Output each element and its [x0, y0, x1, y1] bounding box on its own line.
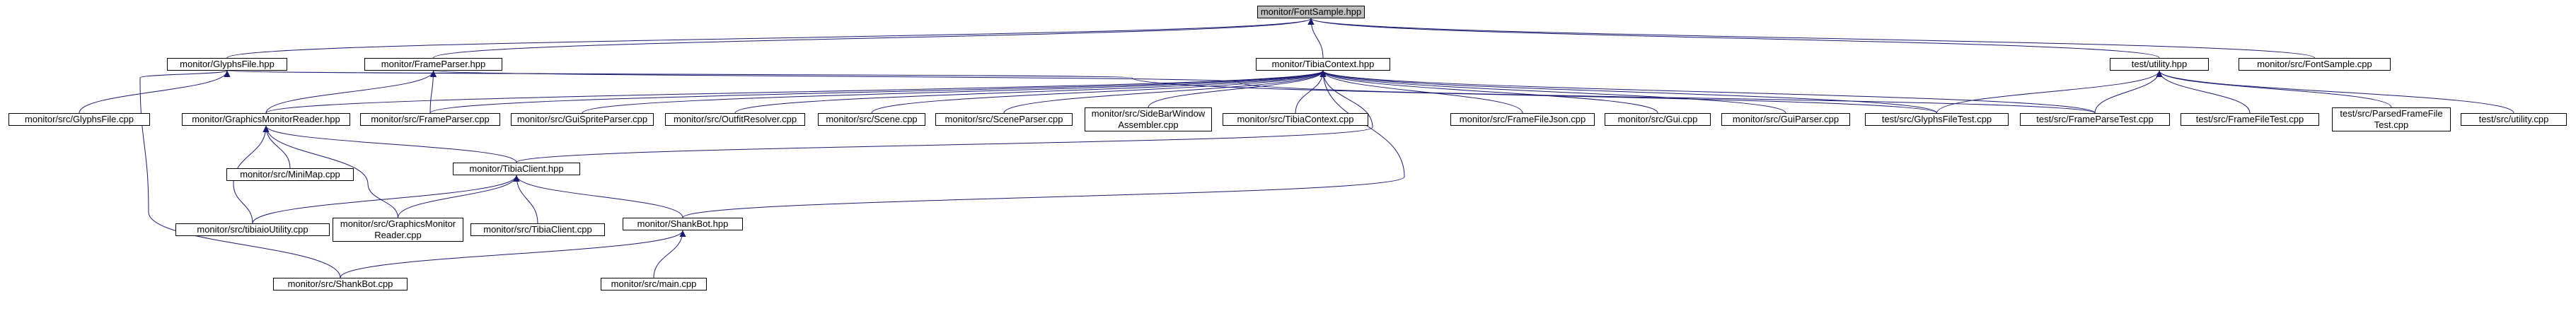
node-fontsample-cpp[interactable]: monitor/src/FontSample.cpp: [2239, 58, 2391, 71]
edge-tibiaioutility-cpp-to-tibiaclient-hpp: [252, 175, 520, 224]
node-utility-hpp[interactable]: test/utility.hpp: [2110, 58, 2209, 71]
edge-utility-hpp-to-fontsample-hpp: [1307, 18, 2160, 59]
edge-tibiaclient-cpp-to-tibiaclient-hpp: [513, 175, 538, 224]
node-glyphsfiletest-cpp[interactable]: test/src/GlyphsFileTest.cpp: [1865, 113, 2009, 126]
node-sidebarwindowassembler-cpp[interactable]: monitor/src/SideBarWindow Assembler.cpp: [1085, 107, 1212, 131]
edge-glyphsfile-hpp-to-fontsample-hpp: [226, 18, 1315, 59]
edge-frameparsetest-cpp-to-tibiacontext-hpp: [1319, 70, 2096, 114]
node-tibiacontext-cpp[interactable]: monitor/src/TibiaContext.cpp: [1223, 113, 1368, 126]
edge-framefilejson-cpp-to-tibiacontext-hpp: [1319, 70, 1523, 114]
node-gui-cpp[interactable]: monitor/src/Gui.cpp: [1605, 113, 1711, 126]
edge-glyphsfiletest-cpp-to-glyphsfile-hpp: [225, 70, 1937, 114]
edge-gui-cpp-to-tibiacontext-hpp: [1319, 70, 1658, 114]
edge-graphicsmonitorreader-cpp-to-graphicsmonitorreader-hpp: [262, 125, 398, 218]
node-tibiacontext-hpp[interactable]: monitor/TibiaContext.hpp: [1256, 58, 1390, 71]
node-fontsample-hpp: monitor/FontSample.hpp: [1257, 6, 1365, 18]
node-parsedframefiletest-cpp[interactable]: test/src/ParsedFrameFile Test.cpp: [2332, 107, 2451, 131]
edge-graphicsmonitorreader-cpp-to-tibiaclient-hpp: [398, 175, 520, 218]
edge-glyphsfile-cpp-to-glyphsfile-hpp: [79, 70, 231, 114]
edge-frameparsetest-cpp-to-utility-hpp: [2094, 70, 2163, 114]
edge-guiparser-cpp-to-tibiacontext-hpp: [1319, 70, 1786, 114]
edge-tibiacontext-cpp-to-tibiacontext-hpp: [1295, 70, 1327, 114]
edge-sceneparser-cpp-to-tibiacontext-hpp: [1003, 70, 1327, 114]
node-glyphsfile-hpp[interactable]: monitor/GlyphsFile.hpp: [167, 58, 287, 71]
edge-frameparser-cpp-to-tibiacontext-hpp: [429, 70, 1327, 114]
node-minimap-cpp[interactable]: monitor/src/MiniMap.cpp: [226, 168, 354, 181]
edge-shankbot-cpp-to-shankbot-hpp: [340, 230, 686, 278]
edge-tibiaclient-hpp-to-tibiacontext-hpp: [516, 70, 1373, 163]
node-guispriteparser-cpp[interactable]: monitor/src/GuiSpriteParser.cpp: [511, 113, 654, 126]
edge-sidebarwindowassembler-cpp-to-tibiacontext-hpp: [1148, 70, 1327, 108]
edge-framefiletest-cpp-to-utility-hpp: [2156, 70, 2251, 114]
edge-tibiaclient-hpp-to-graphicsmonitorreader-hpp: [262, 125, 517, 163]
edge-shankbot-hpp-to-tibiacontext-hpp: [682, 70, 1405, 218]
edge-frameparsetest-cpp-to-frameparser-hpp: [431, 70, 2096, 114]
node-utility-cpp[interactable]: test/src/utility.cpp: [2461, 113, 2567, 126]
node-framefiletest-cpp[interactable]: test/src/FrameFileTest.cpp: [2181, 113, 2319, 126]
edge-outfitresolver-cpp-to-tibiacontext-hpp: [734, 70, 1327, 114]
edge-graphicsmonitorreader-hpp-to-frameparser-hpp: [265, 70, 437, 114]
edge-utility-cpp-to-utility-hpp: [2156, 70, 2514, 114]
edge-guispriteparser-cpp-to-tibiacontext-hpp: [582, 70, 1327, 114]
node-frameparser-hpp[interactable]: monitor/FrameParser.hpp: [364, 58, 502, 71]
node-graphicsmonitorreader-hpp[interactable]: monitor/GraphicsMonitorReader.hpp: [182, 113, 350, 126]
edge-frameparser-cpp-to-frameparser-hpp: [429, 70, 437, 114]
node-frameparser-cpp[interactable]: monitor/src/FrameParser.cpp: [360, 113, 500, 126]
edge-shankbot-cpp-to-glyphsfile-hpp: [139, 70, 341, 278]
node-framefilejson-cpp[interactable]: monitor/src/FrameFileJson.cpp: [1450, 113, 1595, 126]
edge-scene-cpp-to-tibiacontext-hpp: [871, 70, 1327, 114]
edge-shankbot-hpp-to-tibiaclient-hpp: [513, 175, 683, 218]
node-sceneparser-cpp[interactable]: monitor/src/SceneParser.cpp: [935, 113, 1073, 126]
edge-graphicsmonitorreader-hpp-to-tibiacontext-hpp: [265, 70, 1327, 114]
edge-main-cpp-to-shankbot-hpp: [653, 230, 686, 278]
node-outfitresolver-cpp[interactable]: monitor/src/OutfitResolver.cpp: [665, 113, 805, 126]
node-main-cpp[interactable]: monitor/src/main.cpp: [601, 278, 707, 291]
node-frameparsetest-cpp[interactable]: test/src/FrameParseTest.cpp: [2020, 113, 2170, 126]
node-scene-cpp[interactable]: monitor/src/Scene.cpp: [818, 113, 925, 126]
node-tibiaclient-hpp[interactable]: monitor/TibiaClient.hpp: [453, 163, 580, 175]
edge-tibiacontext-hpp-to-fontsample-hpp: [1307, 18, 1324, 59]
node-guiparser-cpp[interactable]: monitor/src/GuiParser.cpp: [1721, 113, 1850, 126]
node-tibiaclient-cpp[interactable]: monitor/src/TibiaClient.cpp: [470, 223, 605, 236]
edge-tibiaioutility-cpp-to-graphicsmonitorreader-hpp: [233, 125, 270, 224]
node-shankbot-hpp[interactable]: monitor/ShankBot.hpp: [623, 218, 743, 230]
edge-fontsample-cpp-to-fontsample-hpp: [1307, 18, 2315, 59]
edge-glyphsfiletest-cpp-to-tibiacontext-hpp: [1319, 70, 1937, 114]
edge-glyphsfiletest-cpp-to-utility-hpp: [1936, 70, 2163, 114]
node-tibiaioutility-cpp[interactable]: monitor/src/tibiaioUtility.cpp: [175, 223, 330, 236]
node-glyphsfile-cpp[interactable]: monitor/src/GlyphsFile.cpp: [8, 113, 150, 126]
edge-frameparser-hpp-to-fontsample-hpp: [433, 18, 1315, 59]
node-graphicsmonitorreader-cpp[interactable]: monitor/src/GraphicsMonitor Reader.cpp: [333, 218, 463, 242]
node-shankbot-cpp[interactable]: monitor/src/ShankBot.cpp: [273, 278, 408, 291]
